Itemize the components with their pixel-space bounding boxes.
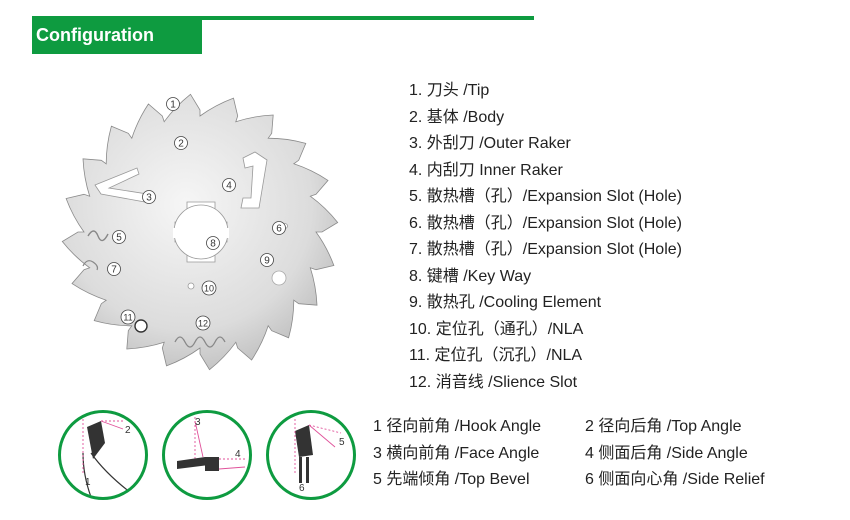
callout-2: 2 bbox=[174, 136, 188, 150]
callout-12: 12 bbox=[195, 315, 211, 331]
list-item: 10. 定位孔（通孔）/NLA bbox=[409, 320, 584, 338]
angle-item: 3 横向前角 /Face Angle bbox=[373, 444, 540, 462]
list-item: 4. 内刮刀 Inner Raker bbox=[409, 161, 563, 179]
list-item: 12. 消音线 /Slience Slot bbox=[409, 373, 578, 391]
callout-8: 8 bbox=[206, 236, 220, 250]
list-item: 2. 基体 /Body bbox=[409, 108, 505, 126]
list-item: 3. 外刮刀 /Outer Raker bbox=[409, 135, 571, 152]
face-side-angle-diagram: 3 4 bbox=[162, 410, 252, 500]
svg-text:11: 11 bbox=[123, 313, 132, 323]
svg-text:5: 5 bbox=[116, 233, 122, 244]
angle-item: 1 径向前角 /Hook Angle bbox=[373, 418, 542, 435]
callout-11: 11 bbox=[120, 309, 136, 325]
svg-text:1: 1 bbox=[85, 477, 91, 488]
callout-10: 10 bbox=[201, 280, 217, 296]
callout-3: 3 bbox=[142, 190, 156, 204]
list-item: 9. 散热孔 /Cooling Element bbox=[409, 294, 602, 311]
hook-top-angle-diagram: 2 1 bbox=[58, 410, 148, 500]
svg-text:4: 4 bbox=[235, 449, 241, 460]
list-item: 11. 定位孔（沉孔）/NLA bbox=[409, 347, 583, 364]
callout-5: 5 bbox=[112, 230, 126, 244]
svg-text:6: 6 bbox=[276, 224, 282, 235]
svg-text:9: 9 bbox=[264, 256, 270, 267]
angle-item: 4 侧面后角 /Side Angle bbox=[585, 444, 748, 462]
svg-text:1: 1 bbox=[170, 100, 176, 111]
saw-blade-diagram: 1 2 3 4 5 6 7 8 bbox=[55, 90, 345, 375]
angle-item: 6 侧面向心角 /Side Relief bbox=[585, 471, 765, 488]
list-item: 5. 散热槽（孔）/Expansion Slot (Hole) bbox=[409, 188, 682, 205]
svg-text:2: 2 bbox=[178, 139, 184, 150]
angle-item: 5 先端倾角 /Top Bevel bbox=[373, 471, 530, 488]
callout-9: 9 bbox=[260, 253, 274, 267]
svg-text:6: 6 bbox=[299, 483, 305, 494]
saw-blade-icon: 1 2 3 4 5 6 7 8 bbox=[61, 93, 339, 371]
header-rule bbox=[32, 16, 534, 20]
list-item: 6. 散热槽（孔）/Expansion Slot (Hole) bbox=[409, 214, 682, 232]
svg-text:8: 8 bbox=[210, 239, 216, 250]
svg-text:4: 4 bbox=[226, 181, 232, 192]
bevel-relief-angle-diagram: 5 6 bbox=[266, 410, 356, 500]
list-item: 7. 散热槽（孔）/Expansion Slot (Hole) bbox=[409, 241, 682, 258]
svg-text:2: 2 bbox=[125, 425, 131, 436]
list-item: 8. 键槽 /Key Way bbox=[409, 267, 532, 285]
svg-text:3: 3 bbox=[146, 193, 152, 204]
callout-7: 7 bbox=[107, 262, 121, 276]
callout-1: 1 bbox=[166, 97, 180, 111]
svg-text:12: 12 bbox=[198, 319, 208, 329]
svg-text:7: 7 bbox=[111, 265, 117, 276]
list-item: 1. 刀头 /Tip bbox=[409, 82, 490, 99]
svg-text:5: 5 bbox=[339, 437, 345, 448]
angle-legend: 1 径向前角 /Hook Angle 2 径向后角 /Top Angle 3 横… bbox=[373, 414, 805, 494]
parts-list: 1. 刀头 /Tip 2. 基体 /Body 3. 外刮刀 /Outer Rak… bbox=[409, 78, 682, 396]
angle-item: 2 径向后角 /Top Angle bbox=[585, 418, 742, 435]
svg-text:10: 10 bbox=[204, 284, 214, 294]
svg-text:3: 3 bbox=[195, 417, 201, 428]
section-title: Configuration bbox=[32, 16, 202, 54]
callout-4: 4 bbox=[222, 178, 236, 192]
callout-6: 6 bbox=[272, 221, 286, 235]
